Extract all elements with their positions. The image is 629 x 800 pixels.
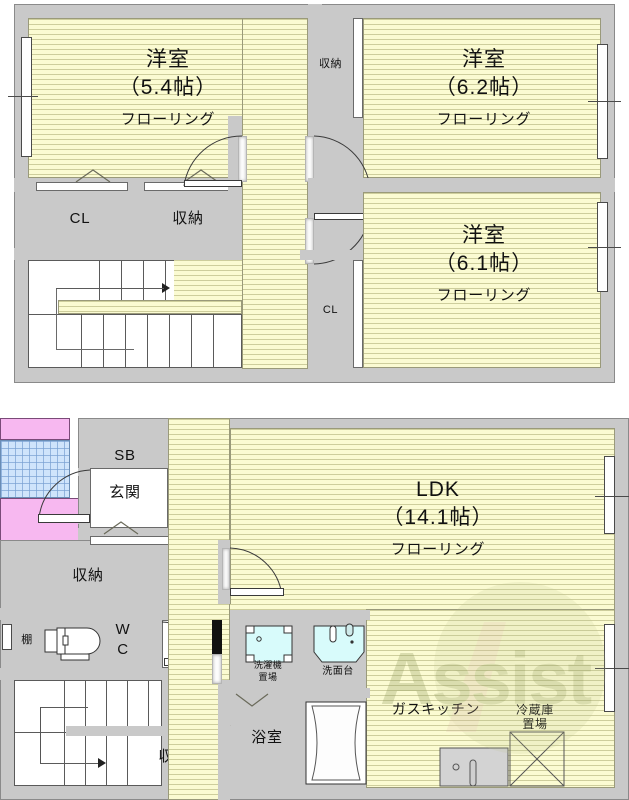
door-bedroom54-closet2 (183, 169, 219, 183)
window-east-upper-a-sill (588, 101, 621, 102)
stair-tread (125, 314, 126, 368)
stair-tread (191, 314, 192, 368)
stair-landing-line (28, 314, 242, 315)
washer-icon (245, 625, 293, 663)
lower-hall-wall-left-b (218, 680, 230, 800)
door-hall-ldk-leaf[interactable] (230, 588, 284, 596)
stair-tread (106, 680, 107, 732)
window-west-upper-sill (8, 96, 38, 97)
entrance-door-jamb (78, 468, 90, 476)
door-bath-chevron (235, 693, 269, 707)
window-east-lower-a-sill (595, 496, 629, 497)
closet-cl-center-door[interactable] (353, 260, 363, 368)
door-bedroom54-closet-leaf[interactable] (36, 182, 128, 191)
stair-tread (121, 260, 122, 314)
door-entrance-hall-leaf[interactable] (90, 536, 170, 545)
door-entrance-hall-chevron (103, 521, 139, 535)
stair-tread (147, 314, 148, 368)
gas-stove-icon (439, 747, 509, 787)
window-east-lower-a[interactable] (604, 456, 615, 534)
window-east-lower-b-sill (595, 668, 629, 669)
lower-stair-landing-band (66, 726, 162, 736)
door-bedroom54-closet (75, 169, 111, 183)
door-hall-ldk-swing (229, 547, 283, 597)
wet-area-door-black[interactable] (212, 620, 222, 654)
fridge-space-icon (509, 731, 565, 787)
upper-floor-plan: 洋室 （5.4帖） フローリング 収納 洋室 （6.2帖） フローリング (8, 4, 621, 383)
upper-cl-center-wall-top (300, 250, 366, 260)
stair-tread (213, 314, 214, 368)
front-door-leaf[interactable] (38, 514, 90, 523)
vanity-icon (313, 623, 365, 663)
wet-area-door-gap[interactable] (212, 654, 222, 684)
stair-direction-arrow (162, 283, 170, 293)
stair-tread (103, 314, 104, 368)
stair-tread (64, 680, 65, 732)
upper-wall-below-closets (14, 248, 242, 260)
room-ldk-midstrip (230, 604, 366, 610)
stair-tread (148, 680, 149, 732)
lower-floor-plan: SB 玄関 収納 棚 W C (0, 418, 629, 800)
upper-hallway (242, 18, 308, 369)
stair-tread (85, 732, 86, 786)
window-west-upper[interactable] (21, 37, 32, 157)
door-hall-ldk-gap[interactable] (222, 548, 230, 590)
window-east-upper-b-sill (588, 247, 621, 248)
closet-shuno-center-door[interactable] (353, 18, 363, 118)
toilet-fixture-icon (44, 627, 101, 661)
door-hall-bedroom62-gap[interactable] (305, 136, 314, 182)
stair-tread (143, 260, 144, 314)
upper-center-wall-top (308, 4, 322, 134)
stair-arrow-line (56, 288, 164, 289)
stair-arrow-line (40, 763, 100, 764)
entrance-hall-surround (90, 468, 168, 528)
room-bedroom-62 (363, 18, 601, 178)
stair-tread (85, 680, 86, 732)
stair-path-left (40, 707, 41, 763)
shoe-box[interactable] (0, 418, 70, 440)
entrance (0, 440, 70, 498)
door-hall-bedroom54-leaf[interactable] (184, 180, 242, 187)
room-bedroom-61 (363, 192, 601, 368)
door-hall-bedroom61-gap[interactable] (305, 218, 314, 264)
room-ldk (230, 428, 615, 610)
window-wc-west[interactable] (2, 624, 12, 650)
stair-tread (99, 260, 100, 314)
front-door-swing (38, 469, 91, 519)
stair-path (56, 288, 134, 350)
wet-area-wall-mid (230, 688, 370, 698)
door-hall-bedroom54-swing (183, 135, 243, 187)
stair-tread (127, 680, 128, 732)
bathtub-icon (305, 701, 367, 785)
stair-tread (127, 732, 128, 786)
door-hall-bedroom54-gap[interactable] (238, 136, 247, 182)
stair-tread (81, 314, 82, 368)
stair-landing-strip (58, 300, 242, 314)
stair-direction-arrow (98, 758, 106, 768)
wet-area-wall-top (230, 610, 370, 620)
stair-path-top (40, 707, 88, 708)
upper-wall-between-62-61 (308, 178, 615, 192)
stair-tread (64, 732, 65, 786)
stair-tread (106, 732, 107, 786)
stair-tread (169, 314, 170, 368)
